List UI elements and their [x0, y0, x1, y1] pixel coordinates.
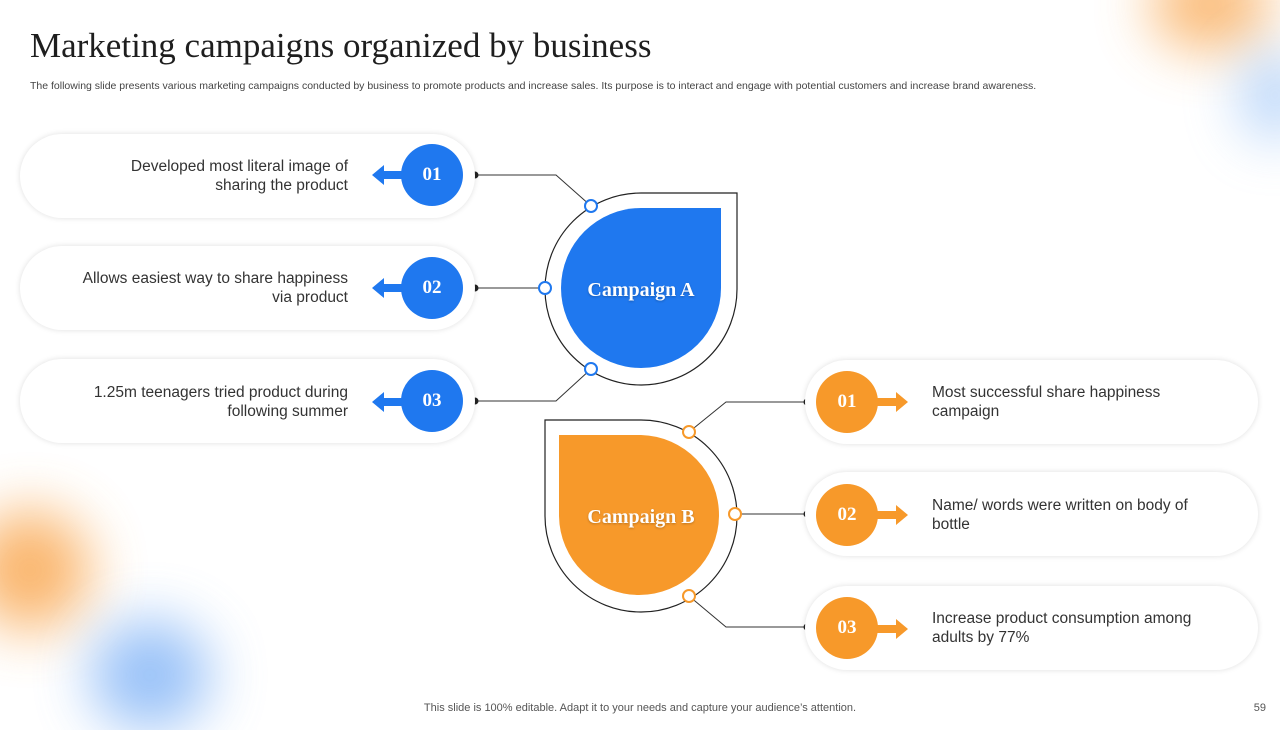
arrow-left-icon: [372, 165, 406, 185]
campaign-b-label: Campaign B: [587, 506, 695, 528]
campaign-a-num-1: 01: [401, 144, 463, 206]
campaign-b-num-1: 01: [816, 371, 878, 433]
arrow-right-icon: [874, 505, 908, 525]
arrow-right-icon: [874, 619, 908, 639]
decor-blob-blue-bottom: [90, 620, 210, 730]
campaign-b-item-1-text: Most successful share happiness campaign: [932, 384, 1161, 420]
campaign-a-shape: [561, 208, 721, 368]
campaign-b-shape: [559, 435, 719, 595]
campaign-a-item-3-text: 1.25m teenagers tried product during fol…: [93, 384, 348, 420]
campaign-a-num-3: 03: [401, 370, 463, 432]
campaign-a-item-2-text: Allows easiest way to share happiness vi…: [82, 270, 348, 306]
arrow-left-icon: [372, 278, 406, 298]
arrow-left-icon: [372, 392, 406, 412]
page-subtitle: The following slide presents various mar…: [30, 80, 1037, 92]
page-number: 59: [1253, 702, 1266, 714]
campaign-a-label: Campaign A: [587, 279, 695, 301]
campaign-b-item-3-text: Increase product consumption among adult…: [932, 610, 1192, 646]
campaign-b-ring-1: [682, 425, 696, 439]
campaign-a-item-1-text: Developed most literal image of sharing …: [130, 158, 348, 194]
campaign-b-num-2: 02: [816, 484, 878, 546]
campaign-b-num-3: 03: [816, 597, 878, 659]
campaign-a-num-2: 02: [401, 257, 463, 319]
campaign-b-item-2-text: Name/ words were written on body of bott…: [932, 497, 1188, 533]
footer-note: This slide is 100% editable. Adapt it to…: [423, 702, 857, 714]
campaign-a-ring-1: [584, 199, 598, 213]
campaign-a-ring-2: [538, 281, 552, 295]
campaign-b-ring-3: [682, 589, 696, 603]
campaign-a-ring-3: [584, 362, 598, 376]
arrow-right-icon: [874, 392, 908, 412]
page-title: Marketing campaigns organized by busines…: [30, 26, 652, 65]
campaign-b-ring-2: [728, 507, 742, 521]
